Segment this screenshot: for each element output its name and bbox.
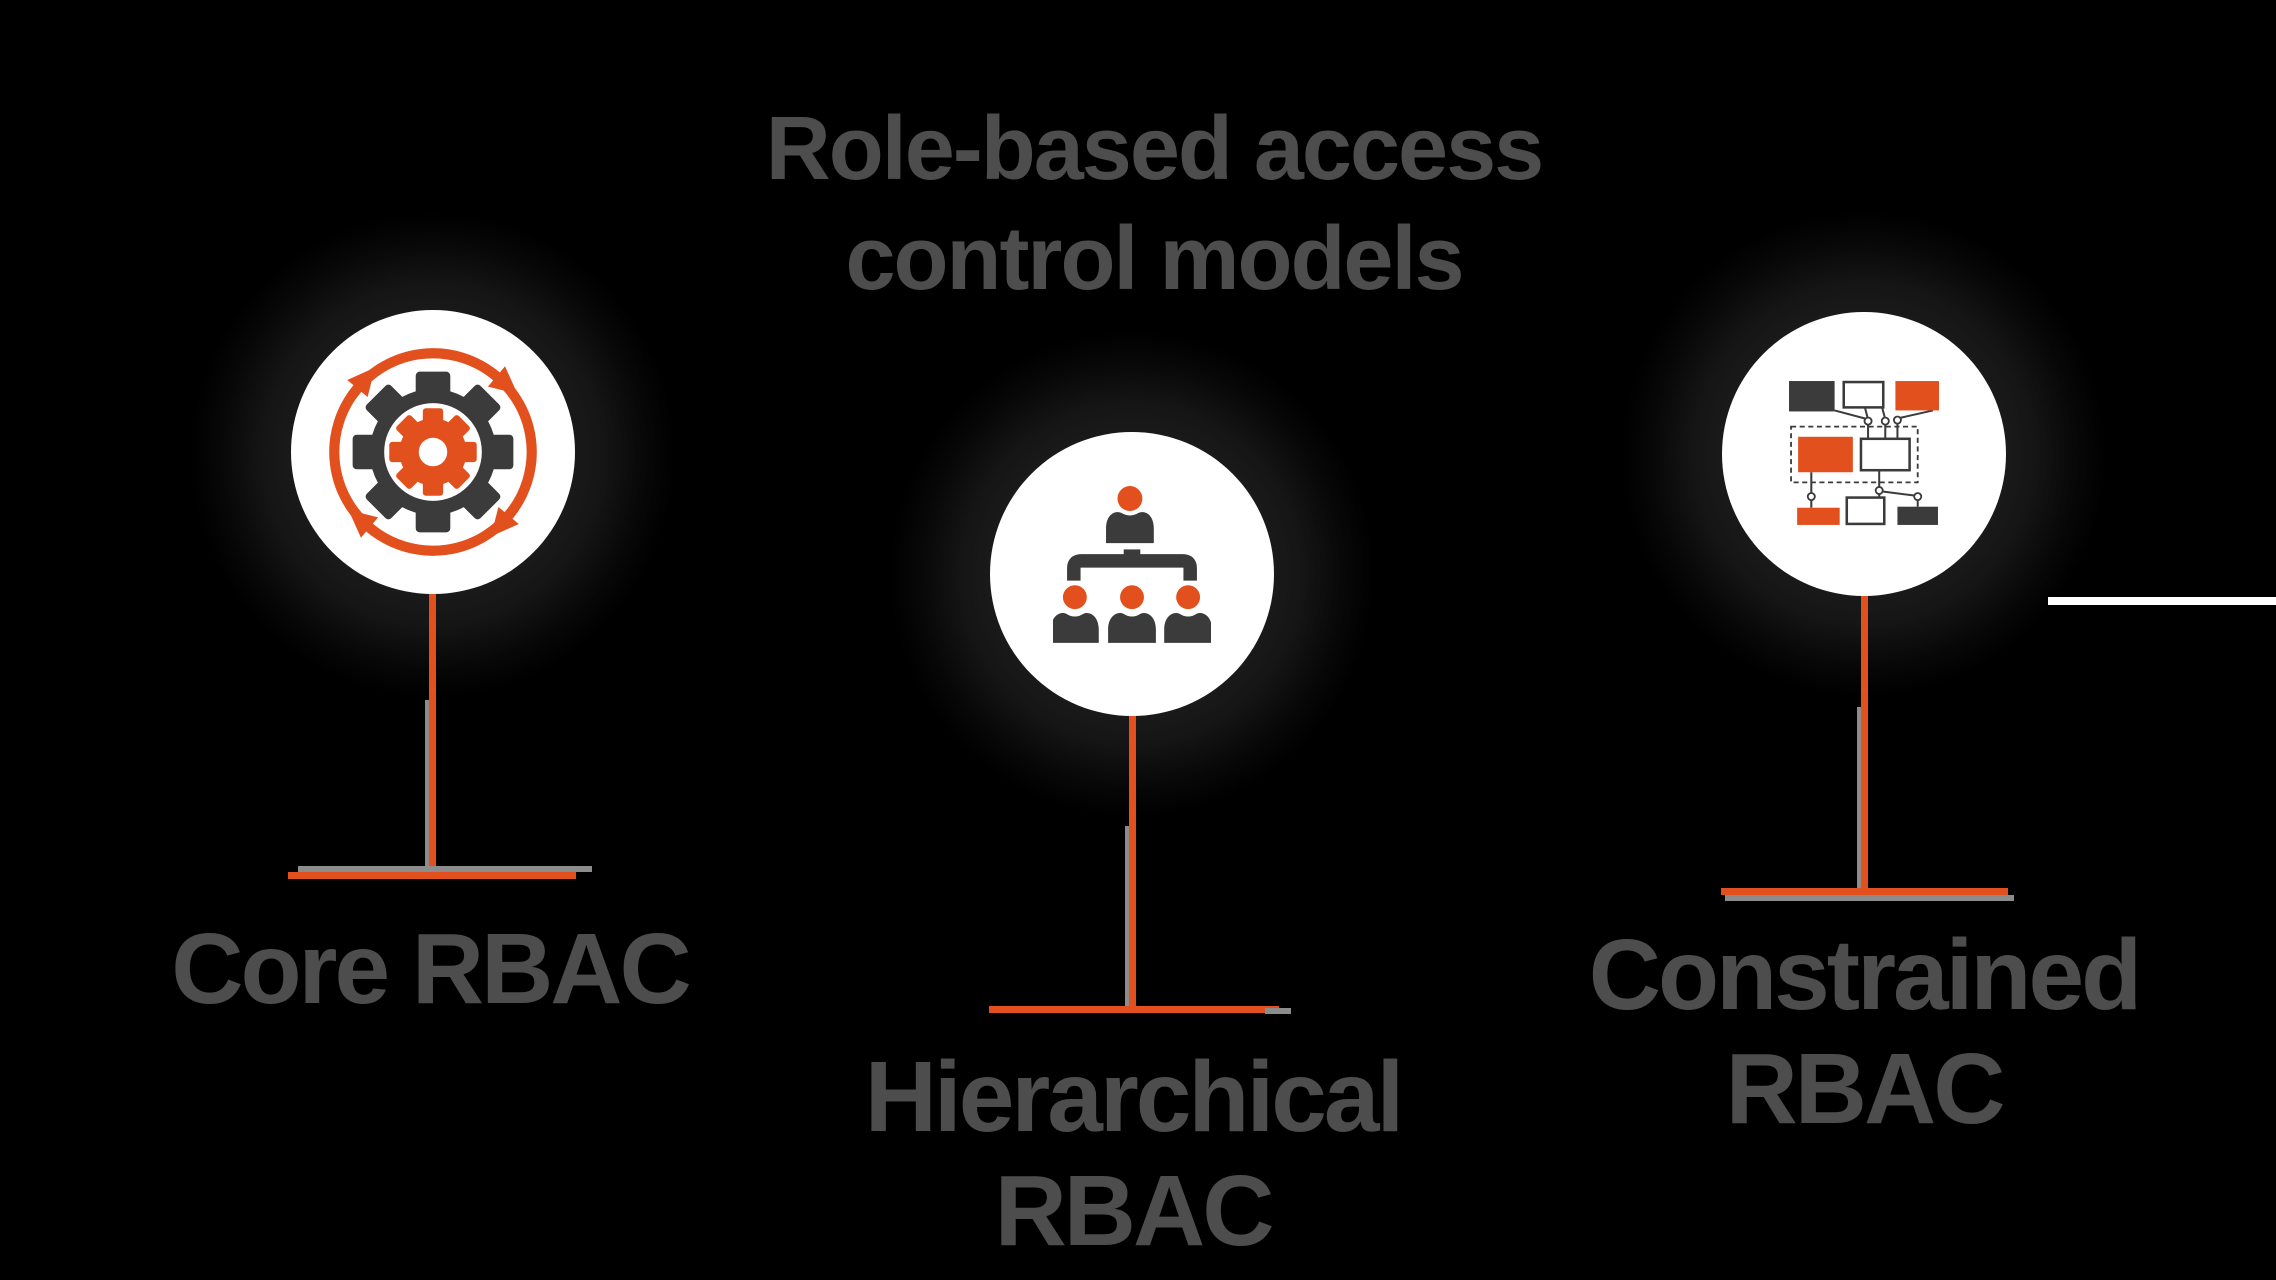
pointer-bar xyxy=(288,866,592,879)
org-hierarchy-icon xyxy=(1053,486,1211,643)
model-label-line: RBAC xyxy=(994,1155,1275,1267)
model-label-line: RBAC xyxy=(1725,1033,2006,1145)
diagram-title: Role-based access control models xyxy=(34,94,2274,314)
pointer-bar xyxy=(989,1006,1291,1014)
icon-bubble xyxy=(990,432,1274,716)
pointer-stem xyxy=(1857,594,1868,893)
gear-cycle-icon xyxy=(316,348,550,569)
model-label-line: Constrained xyxy=(1588,919,2142,1031)
model-label: Constrained RBAC xyxy=(1564,918,2164,1146)
pointer-stem xyxy=(1125,714,1136,1012)
pointer-stem xyxy=(425,592,436,878)
model-label-line: Core RBAC xyxy=(171,913,691,1025)
model-label: Core RBAC xyxy=(130,912,730,1026)
flowchart-icon xyxy=(1789,380,1939,526)
icon-bubble xyxy=(1722,312,2006,596)
title-line-1: Role-based access xyxy=(765,99,1544,199)
right-divider-line xyxy=(2048,597,2276,605)
model-label: Hierarchical RBAC xyxy=(833,1040,1433,1268)
icon-bubble xyxy=(291,310,575,594)
grain-halo xyxy=(887,329,1377,819)
title-line-2: control models xyxy=(845,209,1464,309)
pointer-bar xyxy=(1721,888,2014,901)
model-label-line: Hierarchical xyxy=(864,1041,1405,1153)
